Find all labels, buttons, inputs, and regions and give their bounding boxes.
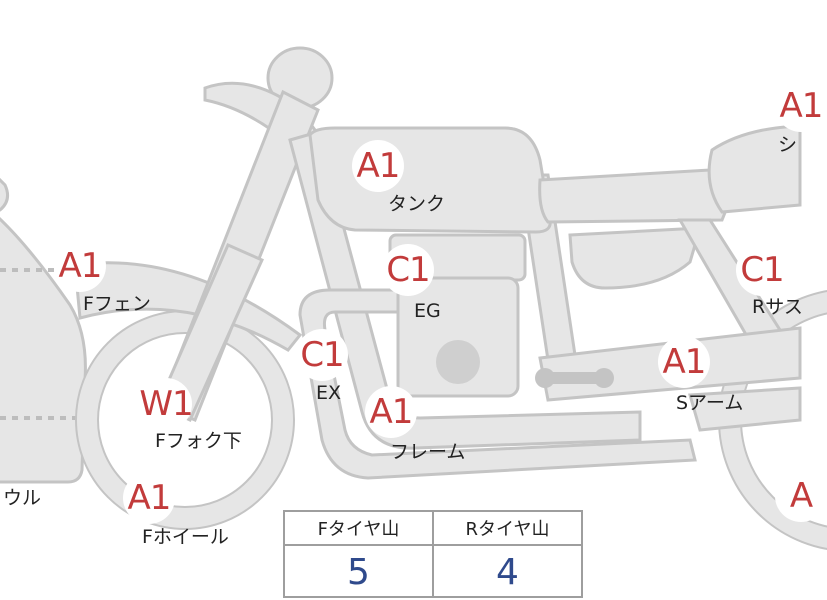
callout-exhaust-grade: C1 [296,329,348,381]
callout-swing-arm-label: Sアーム [676,392,744,414]
rear-tire-value: 4 [432,546,581,598]
callout-shield-label: ウル [3,487,42,509]
callout-tank-grade: A1 [352,140,404,192]
callout-rear-wheel-grade: A [775,470,827,522]
callout-seat-grade: A1 [775,80,827,132]
swing-arm-link-shape [688,386,802,432]
callout-rear-suspension-grade: C1 [736,244,788,296]
exhaust-shape [298,288,697,480]
callout-swing-arm-grade: A1 [658,336,710,388]
front-wheel-ring [76,311,294,529]
front-fender-shape [73,261,303,352]
engine-block-shape [396,276,520,398]
seat-rear-shape [707,124,802,214]
callout-exhaust-label: EX [316,382,342,404]
callout-front-wheel-label: Fホイール [142,526,229,548]
tire-table-value-row: 5 4 [285,546,581,598]
callout-front-fork-grade: W1 [139,378,194,430]
fuel-tank-shape [308,126,552,234]
tire-table-header-row: Fタイヤ山 Rタイヤ山 [285,512,581,546]
callout-engine-label: EG [414,300,441,322]
bike-condition-diagram: ウル A1 Fフェン W1 Fフォク下 A1 Fホイール C1 EX A1 タン… [0,46,827,598]
seat-shape [538,168,734,224]
front-tire-value: 5 [347,551,370,593]
callout-front-fender-grade: A1 [54,240,106,292]
callout-front-wheel-grade: A1 [123,472,175,524]
tail-shape [568,226,703,290]
callout-front-fork-label: Fフォク下 [155,430,242,452]
callout-front-fender-label: Fフェン [83,293,151,315]
callout-seat-label: シ [778,134,798,156]
front-wheel-inner-edge [97,332,273,508]
footpeg-right-shape [594,368,614,388]
footpeg-left-shape [535,368,555,388]
callout-rear-suspension-label: Rサス [752,296,803,318]
rear-tire-header: Rタイヤ山 [432,512,581,544]
footpeg-bar-shape [538,372,610,384]
callout-tank-label: タンク [388,193,446,215]
front-tire-header: Fタイヤ山 [317,519,400,540]
tire-tread-table: Fタイヤ山 Rタイヤ山 5 4 [283,510,583,598]
callout-frame-label: フレーム [390,441,466,463]
windshield-shape [0,177,10,212]
callout-frame-grade: A1 [365,386,417,438]
engine-cover-shape [436,340,480,384]
callout-engine-grade: C1 [382,244,434,296]
